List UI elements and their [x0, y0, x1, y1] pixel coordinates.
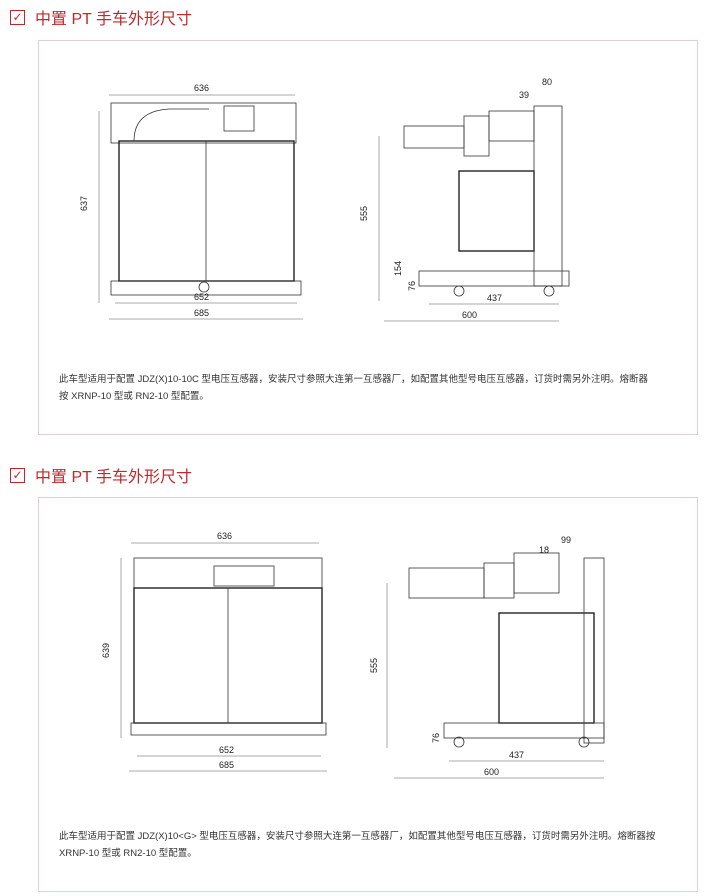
drawing-panel-2: 636 639 652 685 555 76 [38, 497, 698, 892]
technical-drawing-1: 636 637 652 685 555 154 76 [79, 77, 570, 322]
dim-width-top: 636 [194, 83, 209, 93]
dim-80: 80 [542, 77, 552, 87]
side-view: 555 76 18 99 437 600 [369, 535, 605, 779]
dim-437: 437 [509, 750, 524, 760]
section-title: 中置 PT 手车外形尺寸 [35, 11, 193, 28]
section-header-1: ✓ 中置 PT 手车外形尺寸 [10, 5, 192, 29]
dim-18: 18 [539, 545, 549, 555]
dim-154: 154 [393, 261, 403, 276]
checkbox-icon: ✓ [10, 9, 25, 25]
dim-76: 76 [407, 281, 417, 291]
dim-bottom-1: 652 [194, 292, 209, 302]
dim-height: 639 [101, 643, 111, 658]
front-view: 636 639 652 685 [101, 531, 327, 772]
dim-76: 76 [431, 733, 441, 743]
dim-437: 437 [487, 293, 502, 303]
description: 此车型适用于配置 JDZ(X)10-10C 型电压互感器，安装尺寸参照大连第一互… [59, 374, 649, 402]
dim-bottom-2: 685 [194, 308, 209, 318]
dim-height-555: 555 [359, 206, 369, 221]
description: 此车型适用于配置 JDZ(X)10<G> 型电压互感器，安装尺寸参照大连第一互感… [59, 831, 656, 859]
side-view: 555 154 76 39 80 437 600 [359, 77, 570, 322]
checkbox-icon: ✓ [10, 467, 25, 483]
section-title: 中置 PT 手车外形尺寸 [35, 469, 193, 486]
dim-width-top: 636 [217, 531, 232, 541]
drawing-panel-1: 636 637 652 685 555 154 76 [38, 40, 698, 435]
dim-height-555: 555 [369, 658, 379, 673]
dim-39: 39 [519, 90, 529, 100]
front-view: 636 637 652 685 [79, 83, 303, 320]
dim-height: 637 [79, 196, 89, 211]
dim-bottom-1: 652 [219, 745, 234, 755]
section-header-2: ✓ 中置 PT 手车外形尺寸 [10, 463, 192, 487]
dim-600: 600 [484, 767, 499, 777]
dim-bottom-2: 685 [219, 760, 234, 770]
technical-drawing-2: 636 639 652 685 555 76 [101, 531, 605, 779]
dim-99: 99 [561, 535, 571, 545]
dim-600: 600 [462, 310, 477, 320]
